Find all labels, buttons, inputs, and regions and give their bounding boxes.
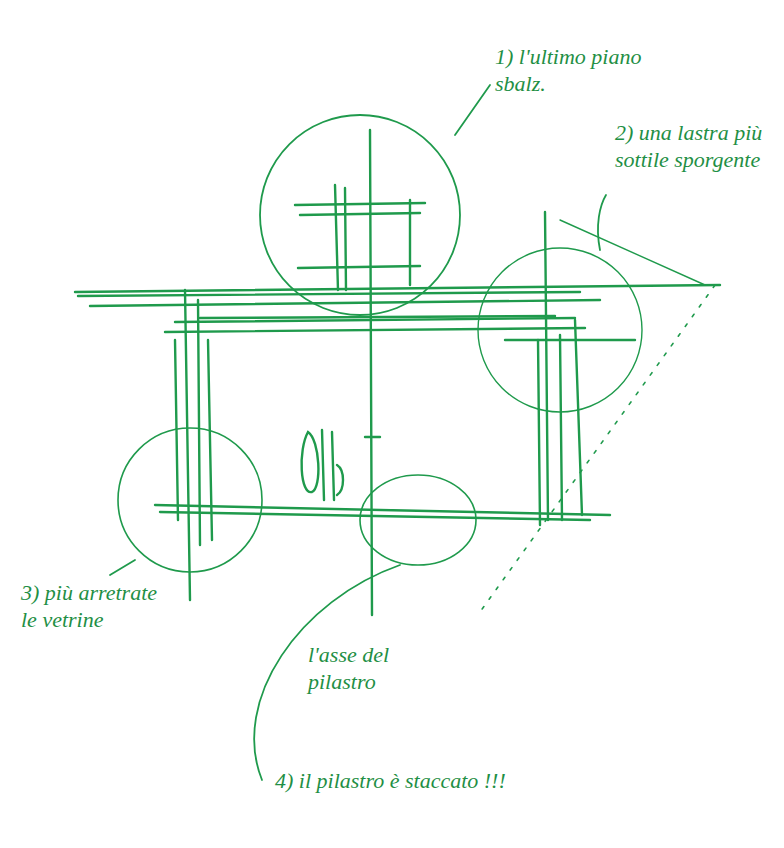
column-line bbox=[538, 340, 540, 525]
leader-line bbox=[110, 560, 135, 575]
dashed-line bbox=[480, 285, 715, 612]
column-line bbox=[545, 212, 548, 520]
column-line bbox=[198, 300, 200, 545]
slab-line bbox=[505, 339, 635, 341]
column-line bbox=[208, 340, 212, 540]
column-line bbox=[560, 335, 562, 520]
callout-circle bbox=[360, 475, 476, 565]
leader-line bbox=[598, 195, 606, 250]
slab-line bbox=[200, 316, 555, 318]
callout-circle bbox=[478, 248, 642, 412]
attic-line bbox=[300, 213, 420, 215]
slab-line bbox=[75, 285, 720, 292]
attic-line bbox=[345, 188, 346, 290]
callout-note: 4) il pilastro è staccato !!! bbox=[272, 766, 708, 795]
attic-line bbox=[335, 185, 338, 290]
ground-line bbox=[160, 512, 590, 520]
leader-line bbox=[455, 85, 490, 135]
note-text: l'asse del pilastro bbox=[305, 640, 451, 696]
callout-note: 2) una lastra più sottile sporgente bbox=[612, 118, 768, 174]
column-line bbox=[185, 290, 190, 600]
door-figure bbox=[322, 430, 334, 500]
callout-circle bbox=[118, 428, 262, 572]
slab-line bbox=[78, 292, 580, 296]
callout-circle bbox=[260, 115, 460, 315]
callout-note: 3) più arretrate le vetrine bbox=[18, 578, 164, 634]
line bbox=[560, 220, 705, 285]
slab-line bbox=[165, 328, 585, 332]
attic-line bbox=[298, 266, 420, 268]
callout-note: 1) l'ultimo piano sbalz. bbox=[492, 42, 663, 98]
attic-line bbox=[295, 203, 425, 205]
door-figure bbox=[302, 432, 319, 492]
door-figure bbox=[337, 465, 343, 495]
column-line bbox=[575, 320, 582, 515]
slab-line bbox=[90, 300, 600, 306]
attic-line bbox=[409, 200, 411, 285]
tick bbox=[365, 436, 380, 438]
